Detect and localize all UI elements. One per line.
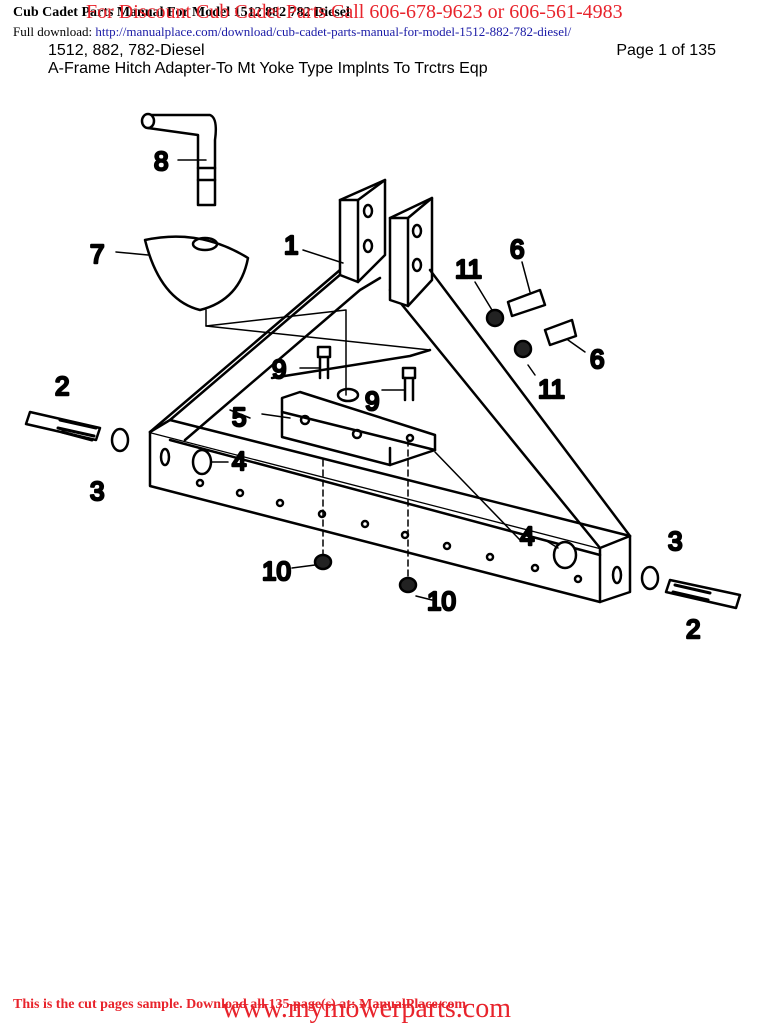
upright-bolts xyxy=(485,288,578,359)
callout-2-left: 2 xyxy=(55,371,69,401)
leader-lines xyxy=(115,159,586,601)
website-watermark: www.mymowerparts.com xyxy=(222,993,512,1024)
callout-3-left: 3 xyxy=(90,476,104,506)
discount-phone-banner: For Discount Cub Cadet Parts Call 606-67… xyxy=(86,1,623,23)
mounting-bracket xyxy=(280,387,437,467)
full-download-link[interactable]: http://manualplace.com/download/cub-cade… xyxy=(95,24,572,39)
callout-4-left: 4 xyxy=(232,446,246,476)
callout-2-right: 2 xyxy=(686,614,700,644)
callout-1: 1 xyxy=(284,230,298,260)
bolts xyxy=(316,345,417,402)
callout-7: 7 xyxy=(90,239,104,269)
callout-6-top: 6 xyxy=(510,234,524,264)
page-indicator: Page 1 of 135 xyxy=(616,42,716,59)
sample-notice: This is the cut pages sample. Download a… xyxy=(13,997,467,1012)
full-download-label: Full download: xyxy=(13,24,93,39)
section-title: A-Frame Hitch Adapter-To Mt Yoke Type Im… xyxy=(48,60,488,77)
callout-9-right: 9 xyxy=(365,386,379,416)
model-list: 1512, 882, 782-Diesel xyxy=(48,42,205,59)
callout-5: 5 xyxy=(232,402,246,432)
callout-10-right: 10 xyxy=(427,586,456,616)
full-download-line: Full download: http://manualplace.com/do… xyxy=(13,24,571,40)
callout-6-bottom: 6 xyxy=(590,344,604,374)
callout-9-left: 9 xyxy=(272,354,286,384)
hitch-pins xyxy=(24,410,742,610)
callout-10-left: 10 xyxy=(262,556,291,586)
a-frame-hitch xyxy=(148,178,632,604)
callout-11-top: 11 xyxy=(455,254,482,284)
hitch-ball-and-pin xyxy=(140,112,250,312)
callout-8: 8 xyxy=(154,146,168,176)
callout-3-right: 3 xyxy=(668,526,682,556)
callout-4-right: 4 xyxy=(520,521,534,551)
lock-nuts xyxy=(313,553,418,594)
document-title: Cub Cadet Parts Manual For Model 1512 88… xyxy=(13,5,350,20)
callout-11-bottom: 11 xyxy=(538,374,565,404)
